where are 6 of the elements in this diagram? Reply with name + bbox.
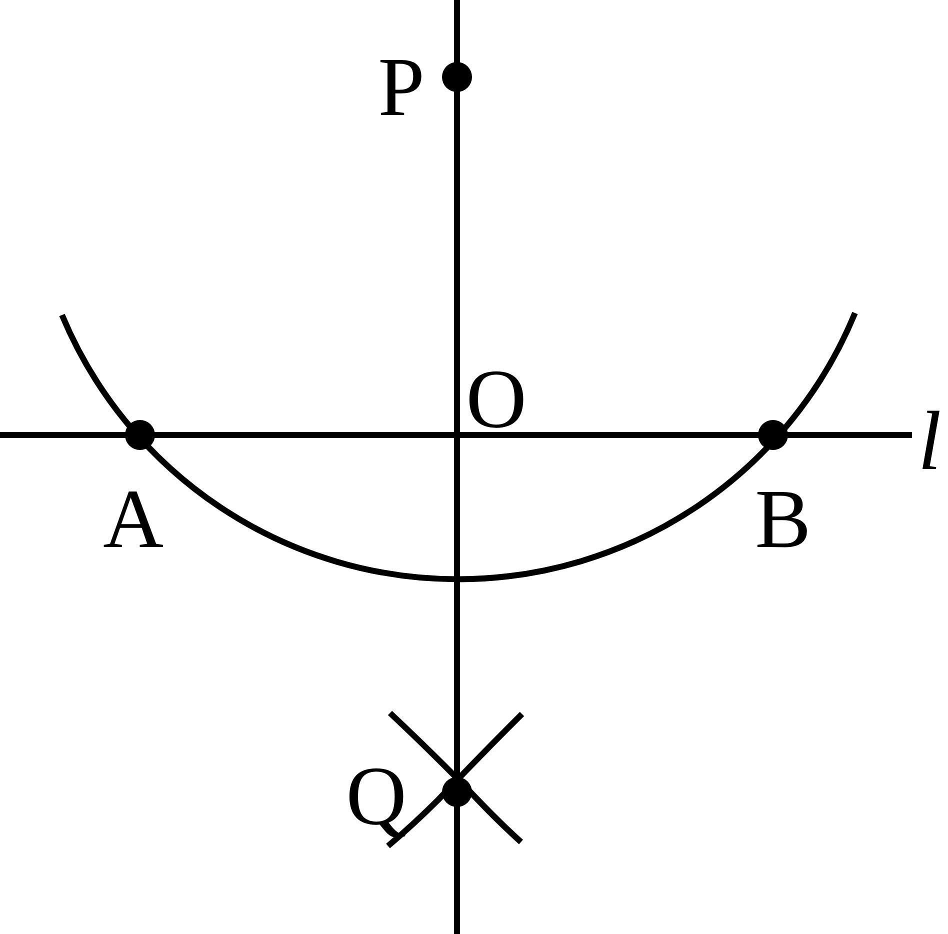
line-label: l <box>918 400 942 484</box>
point-label: Q <box>346 755 407 839</box>
point-label: A <box>103 478 164 562</box>
point-label: P <box>378 46 425 130</box>
point-label: O <box>466 358 527 442</box>
point-label: B <box>755 478 812 562</box>
